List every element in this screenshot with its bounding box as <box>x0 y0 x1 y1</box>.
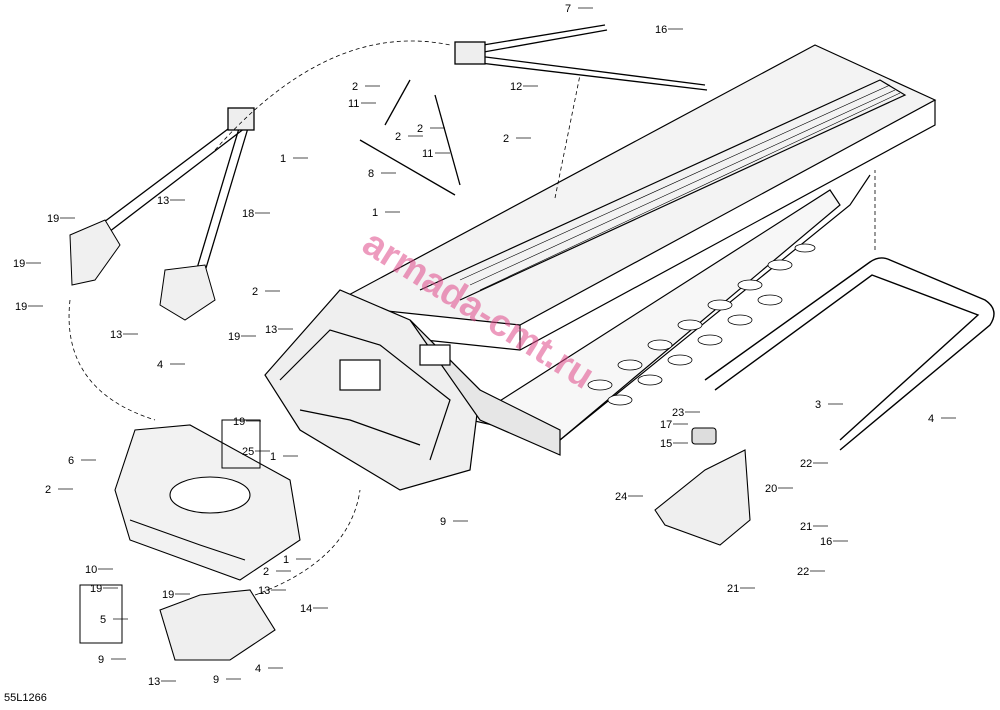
diagram-reference-code: 55L1266 <box>4 692 47 704</box>
leader-arrows <box>68 40 876 596</box>
callout-19: 19 <box>47 213 59 225</box>
callout-2: 2 <box>352 81 358 93</box>
callout-3: 3 <box>815 399 821 411</box>
callout-2: 2 <box>503 133 509 145</box>
tunnel-frame <box>327 44 937 441</box>
callout-19: 19 <box>13 258 25 270</box>
callout-8: 8 <box>368 168 374 180</box>
callout-7: 7 <box>565 3 571 15</box>
callout-19: 19 <box>15 301 27 313</box>
callout-13: 13 <box>157 195 169 207</box>
lower-bracket <box>159 589 276 661</box>
callout-22: 22 <box>800 458 812 470</box>
callout-5: 5 <box>100 614 106 626</box>
callout-9: 9 <box>213 674 219 686</box>
callout-1: 1 <box>283 554 289 566</box>
callout-25: 25 <box>242 446 254 458</box>
upper-tubes <box>99 24 708 279</box>
rear-frame <box>704 257 995 451</box>
callout-11: 11 <box>422 148 433 160</box>
callout-18: 18 <box>242 208 254 220</box>
callout-24: 24 <box>615 491 627 503</box>
callout-16: 16 <box>820 536 832 548</box>
callout-1: 1 <box>280 153 286 165</box>
callout-2: 2 <box>263 566 269 578</box>
callout-21: 21 <box>727 583 739 595</box>
left-brackets <box>69 219 216 321</box>
callout-11: 11 <box>348 98 359 110</box>
callout-4: 4 <box>157 359 163 371</box>
callout-19: 19 <box>162 589 174 601</box>
callout-13: 13 <box>265 324 277 336</box>
callout-19: 19 <box>228 331 240 343</box>
callout-1: 1 <box>372 207 378 219</box>
front-chassis <box>264 289 561 491</box>
cooler-slots <box>587 243 816 406</box>
callout-4: 4 <box>928 413 934 425</box>
callout-9: 9 <box>98 654 104 666</box>
callout-4: 4 <box>255 663 261 675</box>
callout-21: 21 <box>800 521 812 533</box>
callout-20: 20 <box>765 483 777 495</box>
callout-13: 13 <box>148 676 160 688</box>
callout-17: 17 <box>660 419 672 431</box>
callout-15: 15 <box>660 438 672 450</box>
callout-9: 9 <box>440 516 446 528</box>
callout-2: 2 <box>417 123 423 135</box>
rear-bracket <box>654 427 751 546</box>
callout-2: 2 <box>252 286 258 298</box>
callout-10: 10 <box>85 564 97 576</box>
callout-13: 13 <box>258 585 270 597</box>
callout-19: 19 <box>233 416 245 428</box>
callout-22: 22 <box>797 566 809 578</box>
callout-23: 23 <box>672 407 684 419</box>
bulkhead <box>114 424 301 581</box>
callout-1: 1 <box>270 451 276 463</box>
callout-2: 2 <box>395 131 401 143</box>
callout-13: 13 <box>110 329 122 341</box>
callout-16: 16 <box>655 24 667 36</box>
callout-12: 12 <box>510 81 522 93</box>
inset-box-13-19-lower <box>79 584 123 644</box>
callout-19: 19 <box>90 583 102 595</box>
callout-14: 14 <box>300 603 312 615</box>
callout-6: 6 <box>68 455 74 467</box>
callout-2: 2 <box>45 484 51 496</box>
inset-box-13-19-upper <box>221 419 261 469</box>
